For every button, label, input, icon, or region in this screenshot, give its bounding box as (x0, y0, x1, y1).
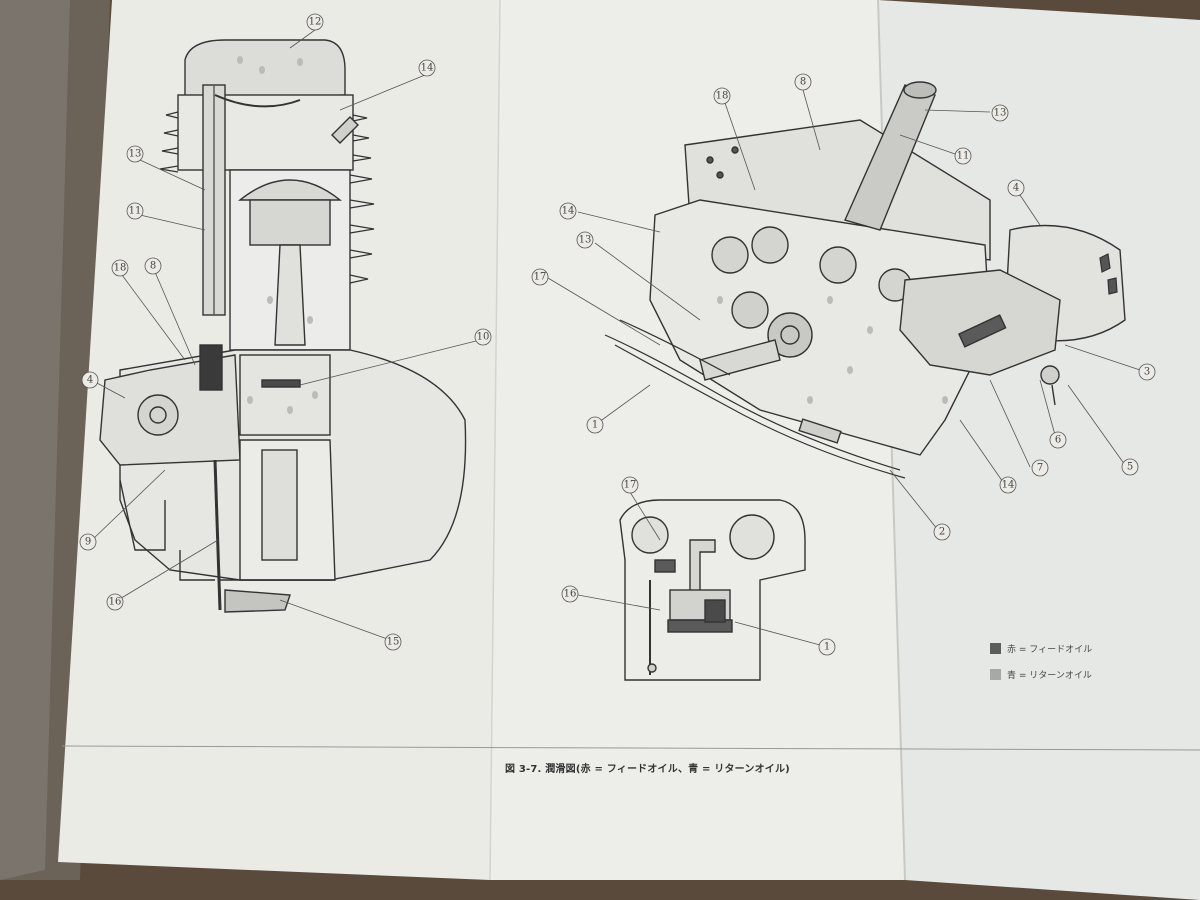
svg-text:8: 8 (800, 77, 806, 88)
svg-text:1: 1 (592, 420, 598, 431)
svg-text:13: 13 (579, 235, 592, 246)
callout-marker: 13 (576, 231, 594, 249)
callout-marker: 12 (306, 13, 324, 31)
callout-marker: 1 (586, 416, 604, 434)
callout-marker: 3 (1138, 363, 1156, 381)
svg-text:18: 18 (716, 91, 729, 102)
right-callouts: 8 13 18 11 4 14 13 17 1 3 6 5 7 14 2 (531, 73, 1156, 541)
svg-text:10: 10 (477, 332, 490, 343)
svg-text:12: 12 (309, 17, 322, 28)
svg-text:6: 6 (1055, 435, 1061, 446)
callout-marker: 16 (106, 593, 124, 611)
callout-marker: 18 (713, 87, 731, 105)
legend-item-feed-oil: 赤 = フィードオイル (990, 635, 1092, 661)
svg-text:16: 16 (109, 597, 122, 608)
svg-text:14: 14 (421, 63, 434, 74)
callout-marker: 11 (126, 202, 144, 220)
callout-marker: 1 (818, 638, 836, 656)
callout-marker: 8 (144, 257, 162, 275)
svg-text:14: 14 (562, 206, 575, 217)
svg-text:9: 9 (85, 537, 91, 548)
svg-text:17: 17 (534, 272, 547, 283)
oil-legend: 赤 = フィードオイル 青 = リターンオイル (990, 635, 1092, 687)
callout-marker: 16 (561, 585, 579, 603)
svg-text:4: 4 (87, 375, 93, 386)
inset-callouts: 17 16 1 (561, 476, 836, 656)
callout-marker: 14 (418, 59, 436, 77)
oil-pump-inset-diagram (619, 499, 806, 681)
callout-marker: 14 (559, 202, 577, 220)
callout-marker: 13 (991, 104, 1009, 122)
svg-text:13: 13 (994, 108, 1007, 119)
feed-oil-swatch (990, 642, 1001, 654)
legend-item-return-oil: 青 = リターンオイル (990, 661, 1092, 687)
svg-text:7: 7 (1037, 463, 1043, 474)
callout-marker: 5 (1121, 458, 1139, 476)
callout-marker: 8 (794, 73, 812, 91)
foldout-page (878, 0, 1200, 900)
svg-text:11: 11 (957, 151, 970, 162)
engine-cutaway-diagram (99, 39, 467, 613)
legend-label: 赤 = フィードオイル (1007, 644, 1093, 655)
svg-text:4: 4 (1013, 183, 1019, 194)
crankcase-oil-pump-diagram (604, 81, 1126, 479)
callout-marker: 17 (531, 268, 549, 286)
callout-marker: 7 (1031, 459, 1049, 477)
callout-marker: 11 (954, 147, 972, 165)
svg-text:14: 14 (1002, 480, 1015, 491)
svg-text:18: 18 (114, 263, 127, 274)
callout-marker: 18 (111, 259, 129, 277)
callout-marker: 15 (384, 633, 402, 651)
svg-text:5: 5 (1127, 462, 1133, 473)
legend-label: 青 = リターンオイル (1007, 670, 1092, 681)
callout-marker: 2 (933, 523, 951, 541)
svg-text:2: 2 (939, 527, 945, 538)
figure-caption: 図 3-7. 潤滑図(赤 = フィードオイル、青 = リターンオイル) (505, 764, 790, 775)
svg-text:13: 13 (129, 149, 142, 160)
svg-text:11: 11 (129, 206, 142, 217)
callout-marker: 10 (474, 328, 492, 346)
callout-marker: 4 (81, 371, 99, 389)
svg-text:15: 15 (387, 637, 400, 648)
callout-marker: 9 (79, 533, 97, 551)
svg-text:17: 17 (624, 480, 637, 491)
callout-marker: 6 (1049, 431, 1067, 449)
left-callouts: 12 14 13 11 18 8 4 9 10 16 15 (79, 13, 492, 651)
callout-marker: 4 (1007, 179, 1025, 197)
callout-marker: 17 (621, 476, 639, 494)
svg-text:1: 1 (824, 642, 830, 653)
svg-text:8: 8 (150, 261, 156, 272)
svg-text:16: 16 (564, 589, 577, 600)
callout-marker: 14 (999, 476, 1017, 494)
return-oil-swatch (990, 668, 1001, 680)
svg-text:3: 3 (1144, 367, 1150, 378)
callout-marker: 13 (126, 145, 144, 163)
